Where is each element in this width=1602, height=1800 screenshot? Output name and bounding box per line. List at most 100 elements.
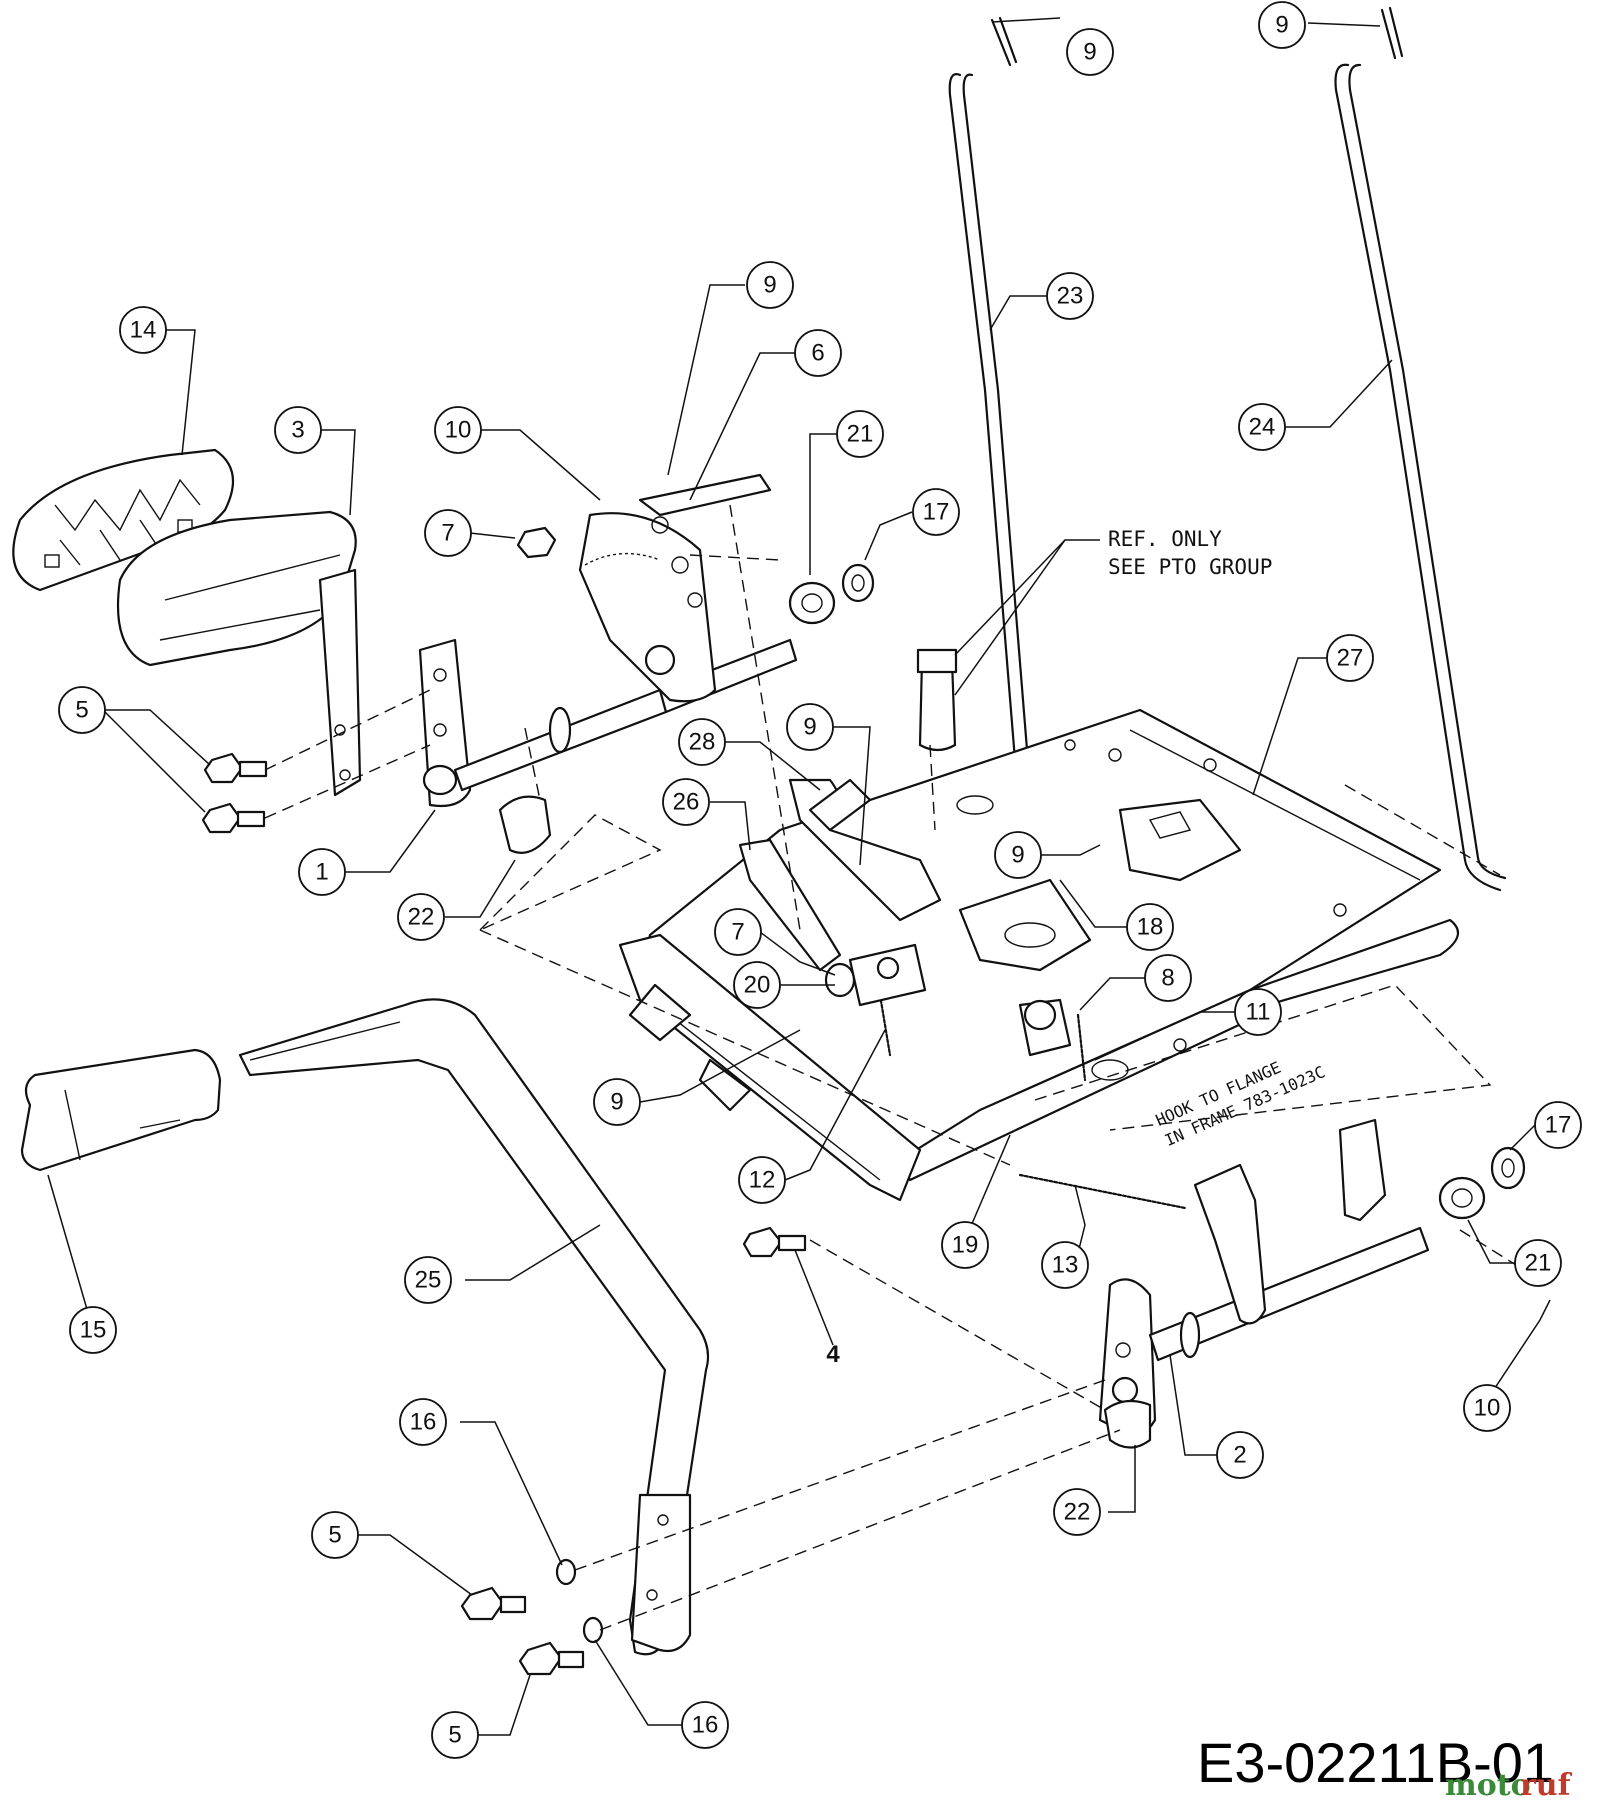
callout-28: 28 [678,718,726,766]
svg-text:12: 12 [749,1167,776,1194]
svg-text:11: 11 [1246,999,1271,1026]
callout-18: 18 [1126,903,1174,951]
callout-8: 8 [1144,954,1192,1002]
svg-text:22: 22 [408,904,435,931]
svg-text:7: 7 [441,520,454,547]
clip-22-right [1103,1399,1152,1449]
callout-23: 23 [1046,272,1094,320]
svg-text:9: 9 [1011,842,1024,869]
shaft-2 [1098,1226,1430,1437]
svg-text:5: 5 [75,697,88,724]
svg-text:21: 21 [847,421,874,448]
bracket-18 [958,798,1242,972]
callout-22-left: 22 [397,893,445,941]
arm-26 [738,838,842,972]
svg-text:19: 19 [952,1232,979,1259]
callout-5-upper: 5 [311,1511,359,1559]
svg-text:9: 9 [1083,39,1096,66]
callout-5-left: 5 [58,686,106,734]
pto-post [916,648,958,752]
svg-text:13: 13 [1052,1252,1079,1279]
svg-text:25: 25 [415,1267,442,1294]
gear-sector-plate [578,473,772,703]
watermark-b: ruf [1520,1768,1573,1800]
shaft-1 [418,638,798,808]
washer-17-top [841,563,875,603]
callout-14: 14 [119,306,167,354]
watermark-a: moto [1445,1768,1531,1800]
svg-text:7: 7 [731,919,744,946]
drawing-code: E3-02211B-01 [1197,1731,1554,1794]
callout-21-top: 21 [836,410,884,458]
bolt-4 [742,1226,807,1258]
svg-text:6: 6 [811,340,824,367]
svg-text:26: 26 [673,789,700,816]
callout-15: 15 [69,1306,117,1354]
leader-lines [47,17,1551,1736]
callout-16-lower: 16 [681,1701,729,1749]
spring-12 [878,993,892,1057]
callout-9-top-b: 9 [1258,1,1306,49]
svg-text:17: 17 [1545,1112,1572,1139]
nut-21-right [1438,1176,1486,1220]
svg-text:21: 21 [1525,1250,1552,1277]
nut-21-top [788,581,836,625]
svg-text:9: 9 [1275,12,1288,39]
spring-13 [1018,1173,1187,1210]
callout-17-top: 17 [912,488,960,536]
nut-7-top [516,526,557,559]
callout-5-lower: 5 [431,1711,479,1759]
callout-9-right: 9 [994,831,1042,879]
svg-text:16: 16 [692,1712,719,1739]
pedal-arm-3 [116,510,362,797]
callout-20: 20 [733,961,781,1009]
svg-text:16: 16 [410,1409,437,1436]
callout-24: 24 [1238,403,1286,451]
callout-9-mid: 9 [786,703,834,751]
arm-28 [788,778,942,922]
callout-17-right: 17 [1534,1101,1582,1149]
svg-text:17: 17 [923,499,950,526]
callout-2: 2 [1216,1431,1264,1479]
callout-26: 26 [662,778,710,826]
svg-text:20: 20 [744,972,771,999]
svg-text:14: 14 [130,317,157,344]
ref-note: REF. ONLY SEE PTO GROUP [954,527,1272,696]
washers-16-lower [555,1558,604,1644]
callout-3: 3 [274,406,322,454]
lower-plate [618,933,922,1202]
callout-27: 27 [1326,634,1374,682]
assembly-lines [264,504,1541,1631]
arm-2-upper [1193,1118,1387,1325]
hook-note: HOOK TO FLANGE IN FRAME 783-1023C [1153,1058,1328,1150]
callout-25: 25 [404,1256,452,1304]
rod-24 [1334,63,1507,892]
svg-text:9: 9 [610,1089,623,1116]
svg-text:1: 1 [315,859,328,886]
svg-text:23: 23 [1057,283,1084,310]
callout-13: 13 [1041,1241,1089,1289]
svg-text:10: 10 [1474,1395,1501,1422]
bolts-5-lower [460,1586,585,1676]
svg-text:5: 5 [328,1522,341,1549]
grip-15 [20,1048,222,1172]
callout-11: 11 [1234,988,1282,1036]
svg-text:10: 10 [445,417,472,444]
washer-17-right [1490,1146,1526,1190]
spring-11 [1076,1013,1087,1082]
callout-16-upper: 16 [399,1398,447,1446]
clip-pin [990,6,1404,67]
svg-text:24: 24 [1249,414,1276,441]
svg-text:28: 28 [689,729,716,756]
svg-text:22: 22 [1064,1499,1091,1526]
bolts-5-left [201,752,268,834]
callout-22-right: 22 [1053,1488,1101,1536]
ref-note-line2: SEE PTO GROUP [1108,555,1272,579]
svg-text:9: 9 [803,714,816,741]
callout-9-low: 9 [593,1078,641,1126]
callout-9: 9 [746,261,794,309]
svg-text:2: 2 [1233,1442,1246,1469]
svg-text:9: 9 [763,272,776,299]
rod-23 [948,73,1030,810]
